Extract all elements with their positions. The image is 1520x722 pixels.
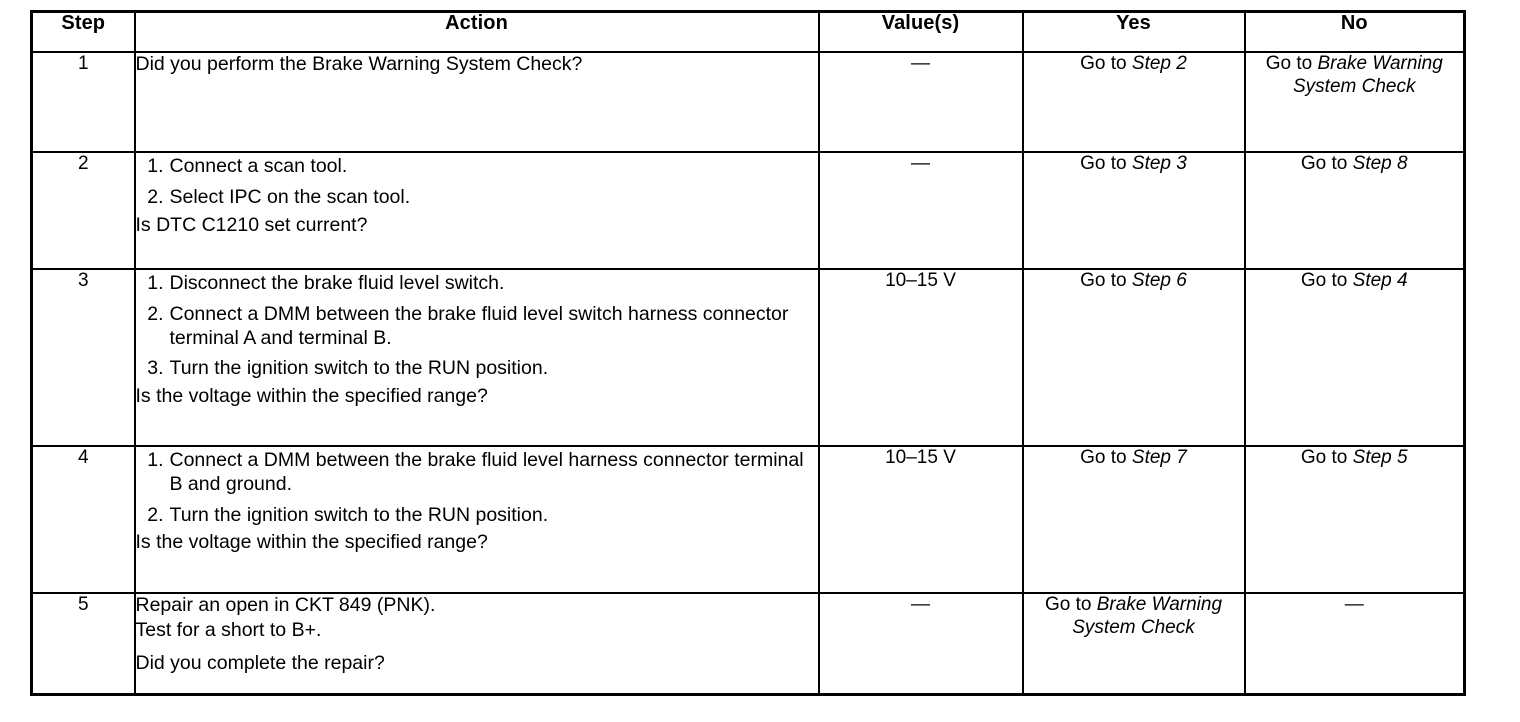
no-reference: Brake Warning System Check: [1293, 53, 1443, 97]
action-question: Is the voltage within the specified rang…: [135, 385, 488, 408]
action-step-list: Connect a scan tool. Select IPC on the s…: [136, 155, 818, 210]
action-line: Test for a short to B+.: [135, 618, 322, 641]
no-branch-cell: —: [1243, 592, 1466, 695]
yes-reference: Step 6: [1131, 270, 1187, 291]
yes-prefix: Go to: [1080, 153, 1132, 174]
table-row: 2 Connect a scan tool. Select IPC on the…: [30, 151, 1466, 270]
yes-branch-cell: Go to Step 6: [1021, 268, 1246, 447]
no-branch-cell: Go to Step 8: [1243, 151, 1466, 270]
table-row: 4 Connect a DMM between the brake fluid …: [30, 445, 1466, 594]
action-step-item: Turn the ignition switch to the RUN posi…: [138, 357, 549, 381]
table-body: 1 Did you perform the Brake Warning Syst…: [30, 51, 1466, 695]
action-step-item: Select IPC on the scan tool.: [138, 185, 411, 210]
action-step-list: Disconnect the brake fluid level switch.…: [136, 272, 818, 381]
yes-branch-cell: Go to Step 7: [1021, 445, 1246, 594]
no-prefix: Go to: [1300, 153, 1353, 174]
value-cell: 10–15 V: [817, 268, 1024, 447]
no-branch-cell: Go to Step 5: [1243, 445, 1466, 594]
diagnostic-table: Step Action Value(s) Yes No 1 Did you pe…: [30, 10, 1466, 696]
no-branch-cell: Go to Brake Warning System Check: [1243, 51, 1466, 153]
table-row: 5 Repair an open in CKT 849 (PNK). Test …: [30, 592, 1466, 695]
step-number: 3: [30, 268, 136, 447]
action-cell: Did you perform the Brake Warning System…: [133, 51, 820, 153]
action-cell: Disconnect the brake fluid level switch.…: [133, 268, 820, 447]
action-cell: Connect a DMM between the brake fluid le…: [133, 445, 820, 594]
yes-prefix: Go to: [1080, 270, 1132, 291]
action-step-item: Connect a scan tool.: [138, 155, 348, 179]
action-question: Is DTC C1210 set current?: [135, 213, 368, 236]
no-reference: Step 4: [1352, 270, 1408, 291]
value-cell: 10–15 V: [817, 445, 1024, 594]
table-row: 1 Did you perform the Brake Warning Syst…: [30, 51, 1466, 153]
header-action: Action: [133, 10, 820, 53]
header-row: Step Action Value(s) Yes No: [30, 10, 1466, 53]
yes-prefix: Go to: [1080, 447, 1132, 468]
yes-reference: Brake Warning System Check: [1072, 594, 1223, 638]
action-cell: Connect a scan tool. Select IPC on the s…: [133, 151, 820, 270]
action-step-item: Turn the ignition switch to the RUN posi…: [138, 503, 549, 528]
table-header: Step Action Value(s) Yes No: [30, 10, 1466, 53]
yes-prefix: Go to: [1080, 53, 1132, 74]
step-number: 1: [30, 51, 136, 153]
yes-branch-cell: Go to Step 3: [1021, 151, 1246, 270]
action-line: Did you perform the Brake Warning System…: [135, 53, 583, 75]
no-reference: Step 8: [1352, 153, 1408, 174]
yes-reference: Step 7: [1131, 447, 1187, 468]
value-cell: —: [817, 592, 1024, 695]
action-step-item: Connect a DMM between the brake fluid le…: [138, 302, 789, 349]
header-yes: Yes: [1021, 10, 1246, 53]
header-value: Value(s): [817, 10, 1024, 53]
action-step-item: Connect a DMM between the brake fluid le…: [138, 449, 804, 495]
step-number: 4: [30, 445, 136, 594]
step-number: 2: [30, 151, 136, 270]
action-step-list: Connect a DMM between the brake fluid le…: [136, 449, 818, 527]
no-prefix: Go to: [1300, 270, 1353, 291]
yes-branch-cell: Go to Brake Warning System Check: [1021, 592, 1246, 695]
action-cell: Repair an open in CKT 849 (PNK). Test fo…: [133, 592, 820, 695]
value-cell: —: [817, 51, 1024, 153]
yes-branch-cell: Go to Step 2: [1021, 51, 1246, 153]
step-number: 5: [30, 592, 136, 695]
yes-reference: Step 3: [1131, 153, 1187, 174]
yes-reference: Step 2: [1131, 53, 1187, 74]
yes-prefix: Go to: [1044, 594, 1097, 615]
header-no: No: [1243, 10, 1466, 53]
no-prefix: Go to: [1300, 447, 1353, 468]
value-cell: —: [817, 151, 1024, 270]
header-step: Step: [30, 10, 136, 53]
action-step-item: Disconnect the brake fluid level switch.: [138, 272, 505, 296]
no-reference: Step 5: [1352, 447, 1408, 468]
no-branch-cell: Go to Step 4: [1243, 268, 1466, 447]
action-line: Repair an open in CKT 849 (PNK).: [135, 594, 436, 616]
no-prefix: Go to: [1265, 53, 1318, 74]
action-question: Is the voltage within the specified rang…: [135, 531, 488, 554]
table-row: 3 Disconnect the brake fluid level switc…: [30, 268, 1466, 447]
action-question: Did you complete the repair?: [135, 651, 385, 674]
